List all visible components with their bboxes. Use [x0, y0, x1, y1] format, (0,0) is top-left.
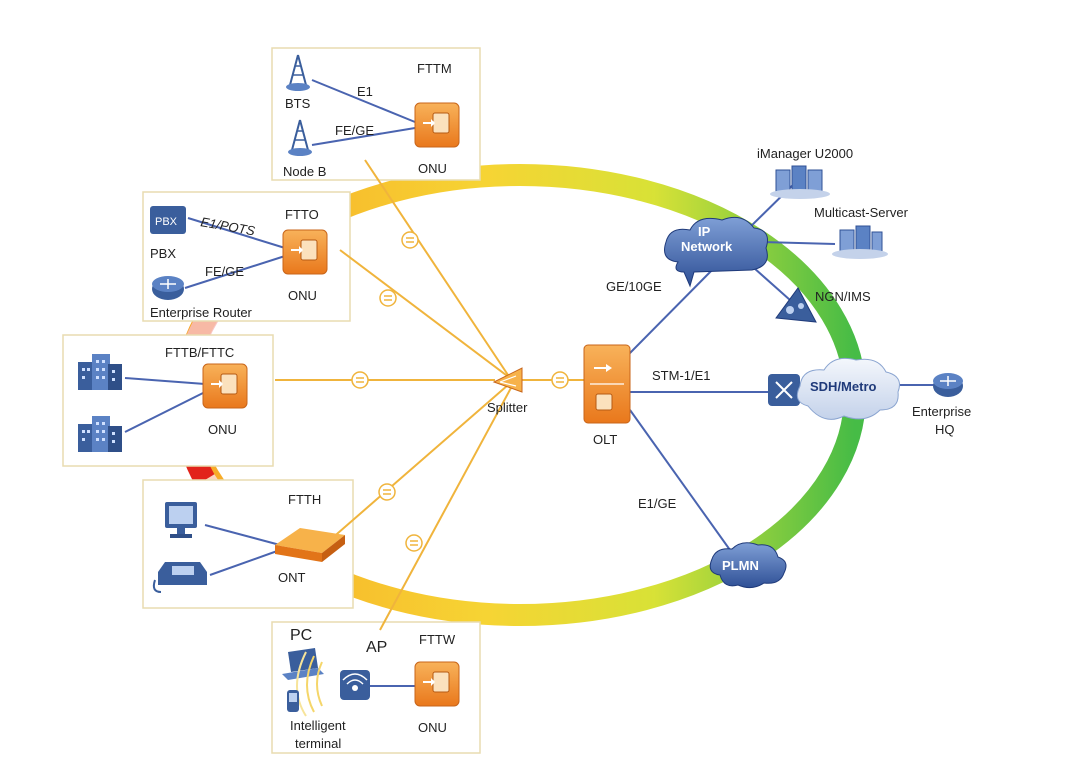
enterprise-hq-icon — [933, 373, 963, 397]
ftth-title: FTTH — [288, 492, 321, 507]
sdh-switch-icon — [768, 374, 800, 406]
pbx-label: PBX — [150, 246, 176, 261]
fiber-links — [275, 159, 585, 631]
copper-links — [124, 79, 935, 687]
stm1-e1-label: STM-1/E1 — [652, 368, 711, 383]
wifi-waves-icon — [296, 651, 323, 717]
sdh-metro-cloud: SDH/Metro — [796, 357, 900, 420]
svg-text:PBX: PBX — [155, 216, 178, 228]
ngn-label: NGN/IMS — [815, 289, 871, 304]
onu-m-icon — [414, 102, 460, 148]
bts-label: BTS — [285, 96, 311, 111]
ge-10ge-label: GE/10GE — [606, 279, 662, 294]
ip-network-cloud: IP Network — [664, 216, 768, 288]
enterprise-hq-label-1: Enterprise — [912, 404, 971, 419]
splitter-icon — [492, 367, 523, 393]
splitter-label: Splitter — [487, 400, 528, 415]
e1-ge-label: E1/GE — [638, 496, 677, 511]
olt-label: OLT — [593, 432, 617, 447]
plmn-cloud: PLMN — [709, 542, 787, 589]
sdh-label: SDH/Metro — [810, 379, 877, 394]
onu-o-icon — [282, 229, 328, 275]
nodeb-label: Node B — [283, 164, 326, 179]
fttb-title: FTTB/FTTC — [165, 345, 234, 360]
ftto-title: FTTO — [285, 207, 319, 222]
pbx-icon: PBX — [150, 206, 186, 234]
ngn-ims-icon — [775, 287, 817, 323]
phone-icon — [152, 562, 207, 593]
ip-label-1: IP — [698, 224, 711, 239]
handheld-icon — [287, 690, 299, 712]
fiber-connectors — [351, 231, 569, 552]
fttm-title: FTTM — [417, 61, 452, 76]
intelligent-terminal-label-1: Intelligent — [290, 718, 346, 733]
imanager-label: iManager U2000 — [757, 146, 853, 161]
ip-label-2: Network — [681, 239, 733, 254]
ont-icon — [275, 528, 345, 562]
intelligent-terminal-label-2: terminal — [295, 736, 341, 751]
onu-w-label: ONU — [418, 720, 447, 735]
fe-ge-m-label: FE/GE — [335, 123, 374, 138]
ap-icon — [340, 670, 370, 700]
onu-b-icon — [202, 363, 248, 409]
multicast-label: Multicast-Server — [814, 205, 909, 220]
enterprise-router-label: Enterprise Router — [150, 305, 253, 320]
enterprise-hq-label-2: HQ — [935, 422, 955, 437]
router-icon — [152, 276, 184, 300]
fttw-title: FTTW — [419, 632, 456, 647]
pc-label: PC — [290, 627, 312, 644]
onu-b-label: ONU — [208, 422, 237, 437]
server-icon — [770, 165, 830, 199]
olt-icon — [583, 344, 631, 424]
fe-ge-o-label: FE/GE — [205, 264, 244, 279]
e1-label: E1 — [357, 84, 373, 99]
onu-m-label: ONU — [418, 161, 447, 176]
onu-o-label: ONU — [288, 288, 317, 303]
ont-label: ONT — [278, 570, 306, 585]
multicast-server-icon — [832, 225, 888, 259]
ap-label: AP — [366, 639, 387, 656]
plmn-label: PLMN — [722, 558, 759, 573]
monitor-icon — [165, 502, 197, 538]
onu-w-icon — [414, 661, 460, 707]
